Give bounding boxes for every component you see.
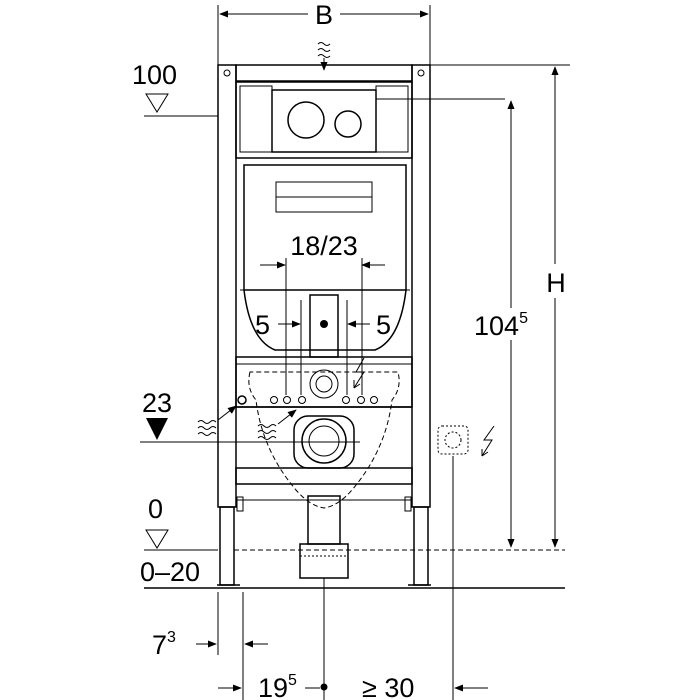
flush-height-dimension: 1045 xyxy=(468,100,528,548)
level-23-marker: 23 xyxy=(140,388,360,443)
floor-level-label: 0 xyxy=(148,494,163,524)
small-flush-button xyxy=(334,110,362,138)
wall-depth-dimension: 73 xyxy=(152,592,268,700)
height-label: H xyxy=(546,268,566,298)
wavy-water-icon xyxy=(317,42,331,71)
level-100-marker: 100 xyxy=(132,60,218,117)
socket-box-icon xyxy=(437,425,469,700)
flush-pipe xyxy=(309,294,339,358)
axis-distance-label: 195 xyxy=(258,672,297,700)
supply-level-label: 23 xyxy=(142,388,172,418)
outlet-spacing-label: 18/23 xyxy=(290,231,358,261)
height-dimension: H xyxy=(430,64,570,548)
outlet-spacing-dimension: 18/23 xyxy=(260,231,385,395)
lightning-icon xyxy=(481,425,495,457)
wavy-water-icon xyxy=(197,405,237,436)
cistern xyxy=(235,81,505,351)
clearance-dimension: ≥ 30 xyxy=(362,673,488,700)
right-offset-label: 5 xyxy=(376,310,391,340)
min-clearance-label: ≥ 30 xyxy=(362,673,414,700)
offset-dimensions: 5 5 xyxy=(255,300,391,395)
support-panel xyxy=(235,356,413,408)
floor-range-label: 0–20 xyxy=(140,557,200,587)
triangle-level-icon xyxy=(145,93,169,113)
flush-height-label: 1045 xyxy=(474,310,528,341)
left-offset-label: 5 xyxy=(255,310,270,340)
lightning-icon xyxy=(353,357,365,389)
triangle-level-icon xyxy=(145,529,169,549)
wall-depth-label: 73 xyxy=(152,629,176,660)
floor-levels: 0 0–20 xyxy=(140,494,565,589)
top-level-label: 100 xyxy=(132,60,177,90)
width-dimension: B xyxy=(217,0,431,65)
wc-bowl-outline xyxy=(248,371,400,509)
large-flush-button xyxy=(287,101,325,139)
wavy-water-icon xyxy=(257,409,297,440)
triangle-level-icon xyxy=(146,418,168,440)
width-label: B xyxy=(315,0,333,30)
flush-plate xyxy=(271,89,377,153)
axis-distance-dimension: 195 xyxy=(218,672,320,700)
